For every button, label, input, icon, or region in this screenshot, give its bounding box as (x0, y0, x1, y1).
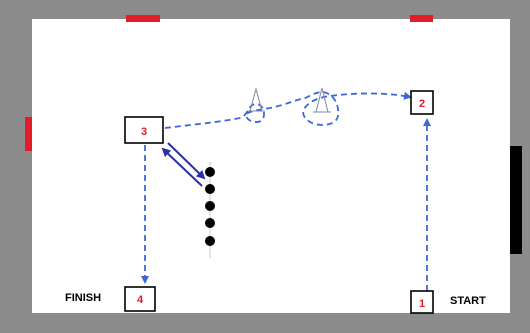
station-3: 3 (124, 116, 164, 144)
dot-row (205, 167, 215, 246)
wall-marker-left (25, 117, 32, 151)
station-label: 1 (419, 298, 425, 310)
station-1: 1 (410, 290, 434, 314)
dot-icon (205, 236, 215, 246)
station-4: 4 (124, 286, 156, 312)
path-station-3-to-2 (164, 91, 412, 129)
wall-marker-top-right (410, 15, 433, 22)
court (32, 19, 510, 313)
station-label: 4 (137, 294, 144, 306)
dot-icon (205, 218, 215, 228)
arrow-icon (161, 147, 203, 187)
dot-icon (205, 201, 215, 211)
arrow-icon (167, 142, 206, 180)
station-2: 2 (410, 90, 434, 115)
cone-icon (313, 87, 331, 113)
station-label: 3 (141, 126, 147, 138)
dot-icon (205, 167, 215, 177)
start-label: START (450, 295, 486, 307)
dot-icon (205, 184, 215, 194)
wall-bar-right (510, 146, 522, 254)
cone-icon (247, 87, 265, 112)
wall-marker-top-left (126, 15, 160, 22)
finish-label: FINISH (65, 292, 101, 304)
station-label: 2 (419, 98, 425, 110)
